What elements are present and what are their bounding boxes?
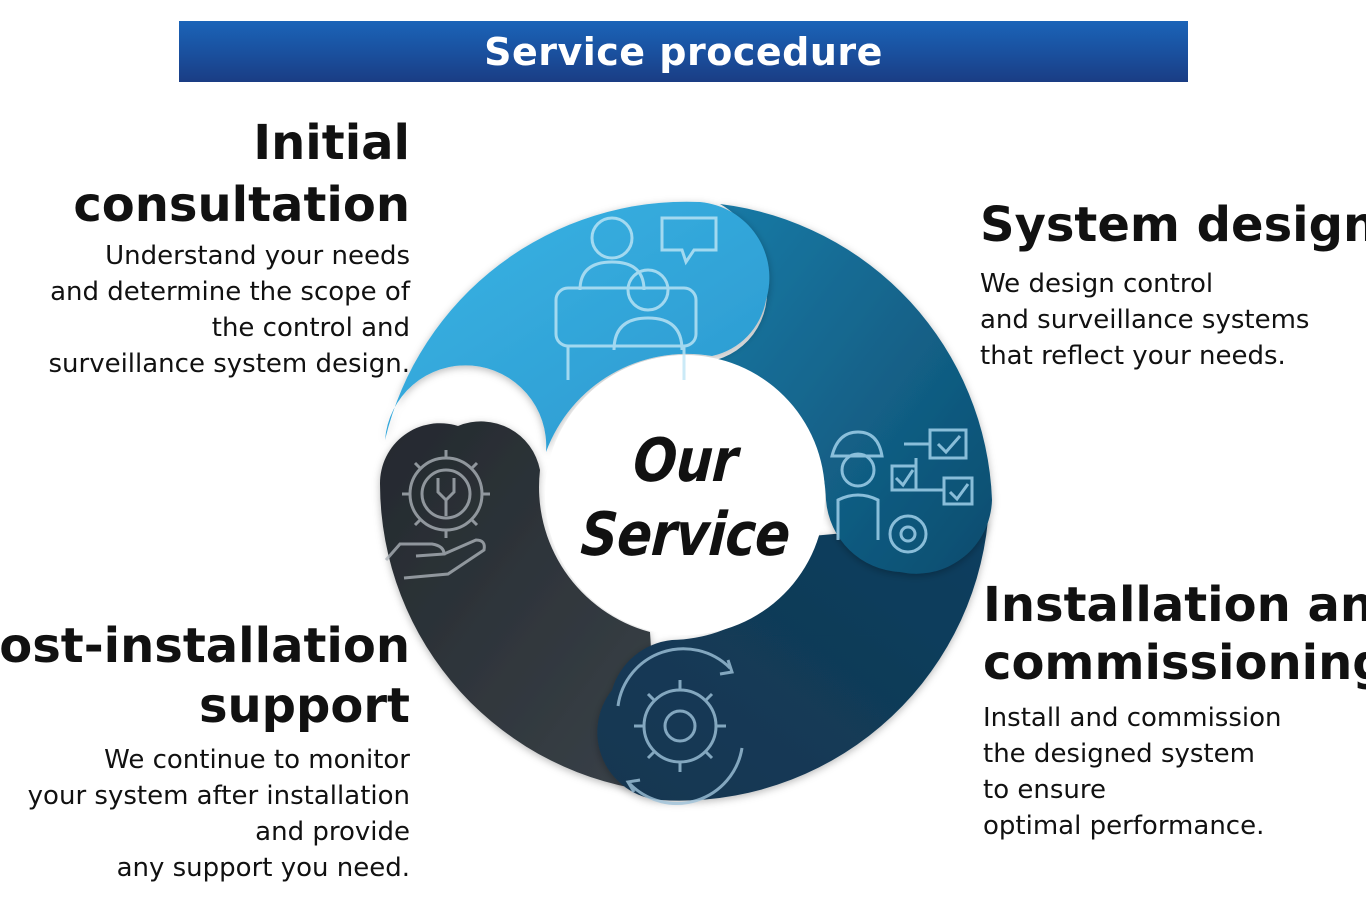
center-label-line1: Our (631, 426, 739, 496)
step-post-installation-support: Post-installation support We continue to… (0, 616, 410, 886)
step-description: We continue to monitor your system after… (27, 745, 410, 883)
hand-gear-wrench-icon (384, 450, 490, 580)
segment-post-installation (379, 421, 660, 792)
consultation-people-icon (554, 216, 718, 380)
segment-system-design (716, 204, 992, 574)
step-title: System design (980, 197, 1366, 253)
step-title: Installation and commissioning (983, 577, 1366, 691)
segment-initial-consultation (385, 201, 770, 452)
gear-cycle-icon (616, 647, 744, 805)
title-banner: Service procedure (179, 21, 1188, 82)
center-circle (545, 355, 825, 635)
step-installation-commissioning: Installation and commissioning Install a… (983, 576, 1366, 844)
step-system-design: System design We design control and surv… (980, 196, 1366, 374)
step-title: Initial consultation (73, 115, 410, 233)
banner-title: Service procedure (484, 29, 883, 74)
step-title: Post-installation support (0, 618, 410, 734)
engineer-checklist-icon (830, 428, 974, 554)
center-label: Our Service (520, 408, 850, 588)
service-cycle-diagram (379, 201, 992, 805)
center-label-line2: Service (578, 500, 792, 570)
step-description: Install and commission the designed syst… (983, 703, 1282, 841)
step-initial-consultation: Initial consultation Understand your nee… (48, 112, 410, 382)
step-description: Understand your needs and determine the … (48, 241, 410, 379)
step-description: We design control and surveillance syste… (980, 269, 1310, 371)
